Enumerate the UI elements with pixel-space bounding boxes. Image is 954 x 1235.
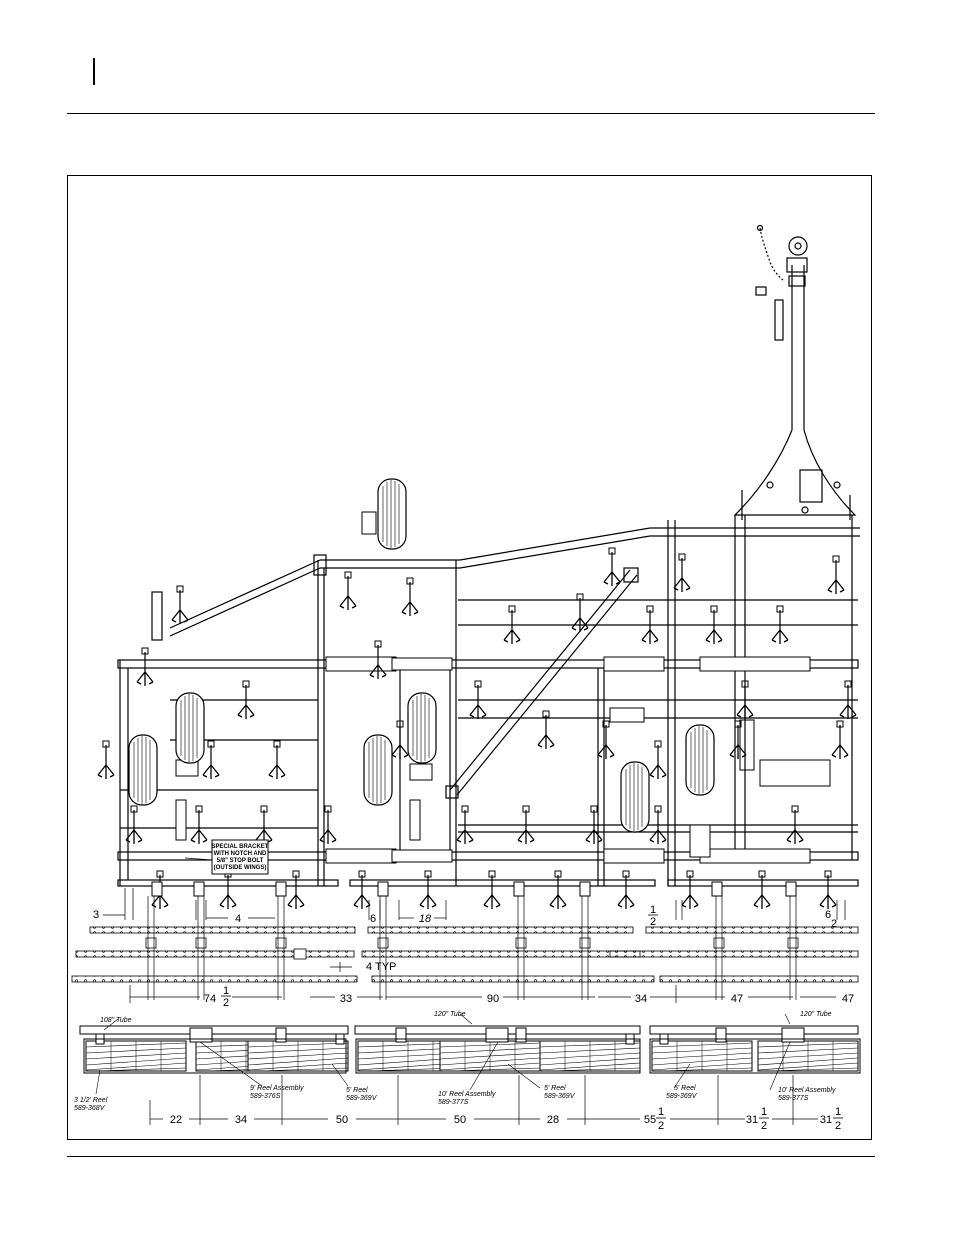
- header-rule: [67, 113, 875, 114]
- dim-6-half-main: 6: [825, 909, 831, 921]
- dim-31-b-main: 31: [820, 1114, 832, 1126]
- dim-50-b: 50: [454, 1114, 466, 1126]
- note-line-3: 5/8" STOP BOLT: [217, 858, 264, 864]
- footer-rule: [67, 1156, 875, 1157]
- dim-half-bottom: 2: [650, 916, 656, 928]
- label-reel-35-part: 589-368V: [74, 1105, 106, 1112]
- hydraulic-cylinders: [175, 656, 811, 864]
- dim-18: 18: [419, 913, 432, 925]
- label-120-tube-a: 120" Tube: [434, 1011, 466, 1018]
- dim-74-top: 1: [223, 985, 229, 997]
- dim-55-main: 55: [644, 1114, 656, 1126]
- dim-47-a: 47: [731, 993, 743, 1005]
- label-120-tube-b: 120" Tube: [800, 1011, 832, 1018]
- dim-55-bottom: 2: [658, 1120, 664, 1132]
- label-reel-9-part: 589-376S: [250, 1093, 281, 1100]
- label-reel-5a-name: 5' Reel: [346, 1087, 368, 1094]
- note-line-4: (OUTSIDE WINGS): [214, 865, 267, 871]
- dimension-row-2: [129, 985, 836, 1003]
- dim-74-bottom: 2: [223, 997, 229, 1009]
- label-reel-10a-name: 10' Reel Assembly: [438, 1091, 496, 1098]
- label-reel-5b-name: 5' Reel: [544, 1085, 566, 1092]
- dim-34-reel: 34: [235, 1114, 247, 1126]
- dim-31-a-main: 31: [746, 1114, 758, 1126]
- dimension-row-1: [103, 888, 846, 920]
- dim-4-typ: 4 TYP: [366, 961, 396, 973]
- dim-50-a: 50: [336, 1114, 348, 1126]
- label-reel-5b-part: 589-369V: [544, 1093, 576, 1100]
- figure-frame: [67, 175, 872, 1140]
- label-reel-5a-part: 589-369V: [346, 1095, 378, 1102]
- label-reel-5c-name: 5' Reel: [674, 1085, 696, 1092]
- dim-31-a-bottom: 2: [761, 1120, 767, 1132]
- dim-28: 28: [547, 1114, 559, 1126]
- reel-sections: [85, 1040, 859, 1072]
- special-bracket-note: SPECIAL BRACKET WITH NOTCH AND 5/8" STOP…: [184, 839, 269, 875]
- harrow-bars: [71, 926, 859, 983]
- dim-55-top: 1: [658, 1106, 664, 1118]
- header-margin-mark: [93, 58, 95, 85]
- dim-31-b-top: 1: [835, 1106, 841, 1118]
- dim-22: 22: [170, 1114, 182, 1126]
- dim-90: 90: [487, 993, 499, 1005]
- dim-31-a-top: 1: [761, 1106, 767, 1118]
- dim-33: 33: [340, 993, 352, 1005]
- dim-31-b-bottom: 2: [835, 1120, 841, 1132]
- dim-74-main: 74: [204, 993, 216, 1005]
- label-reel-10b-name: 10' Reel Assembly: [778, 1087, 836, 1094]
- dim-half-top: 1: [650, 904, 656, 916]
- note-line-2: WITH NOTCH AND: [214, 851, 267, 857]
- label-reel-9-name: 9' Reel Assembly: [250, 1085, 304, 1092]
- dimension-row-3: [149, 1075, 818, 1125]
- dim-3: 3: [93, 909, 99, 921]
- label-108-tube: 108" Tube: [100, 1017, 132, 1024]
- dim-34: 34: [635, 993, 647, 1005]
- note-line-1: SPECIAL BRACKET: [212, 844, 269, 850]
- dim-6-half-sub: 2: [831, 918, 837, 930]
- hitch-tongue: [733, 224, 857, 520]
- dim-4: 4: [235, 913, 241, 925]
- dim-6: 6: [370, 913, 376, 925]
- main-frame: [117, 515, 860, 887]
- label-reel-35-name: 3 1/2' Reel: [74, 1097, 108, 1104]
- label-reel-10a-part: 589-377S: [438, 1099, 469, 1106]
- label-reel-5c-part: 589-369V: [666, 1093, 698, 1100]
- dim-47-b: 47: [842, 993, 854, 1005]
